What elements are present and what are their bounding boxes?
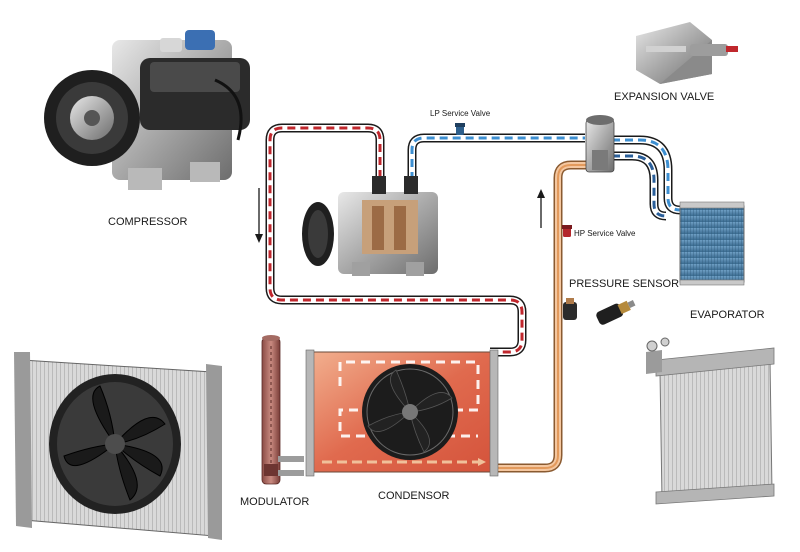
lp-suction-pipe <box>407 133 585 180</box>
label-modulator: MODULATOR <box>240 496 309 508</box>
expansion-valve <box>585 115 615 173</box>
label-expansion-valve: EXPANSION VALVE <box>614 91 714 103</box>
label-condensor: CONDENSOR <box>378 490 450 502</box>
label-compressor: COMPRESSOR <box>108 216 188 228</box>
compressor-photo <box>44 30 250 190</box>
hp-liquid-pipe <box>490 160 588 473</box>
pressure-sensor-photo <box>596 300 636 325</box>
label-hp-service-valve: HP Service Valve <box>574 229 636 238</box>
lp-service-valve <box>455 123 465 135</box>
hp-gas-pipe <box>265 123 527 357</box>
flow-arrow-up <box>537 189 545 228</box>
condenser-fan-icon <box>362 364 458 460</box>
label-pressure-sensor: PRESSURE SENSOR <box>569 278 679 290</box>
label-evaporator: EVAPORATOR <box>690 309 765 321</box>
evaporator-core <box>679 201 745 286</box>
hp-service-valve <box>562 225 572 237</box>
modulator <box>261 335 304 485</box>
evaporator-core-photo <box>646 337 775 505</box>
label-lp-service-valve: LP Service Valve <box>430 109 491 118</box>
radiator-fan-photo <box>14 352 222 540</box>
evaporator-pipes <box>612 135 681 221</box>
pressure-sensor-inline <box>563 298 577 320</box>
expansion-valve-photo <box>636 22 738 84</box>
flow-arrow-down <box>255 188 263 243</box>
center-compressor <box>302 176 438 276</box>
